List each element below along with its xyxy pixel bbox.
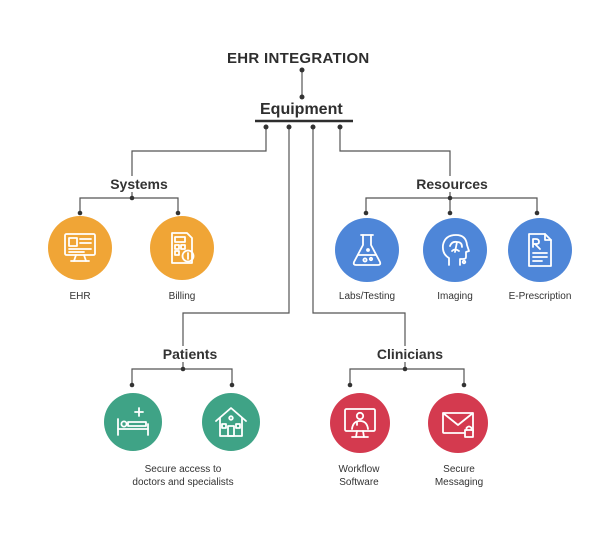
doctor-monitor-icon [344, 408, 376, 438]
billing-calculator-icon [171, 232, 195, 264]
workflow-label-line1: Workflow [338, 464, 380, 475]
home-icon [215, 407, 247, 437]
secure-messaging-circle [428, 393, 488, 453]
diagram-title: EHR INTEGRATION [227, 50, 370, 67]
category-patients: Patients [160, 346, 220, 362]
hospital-bed-icon [117, 407, 149, 436]
labs-circle [335, 218, 399, 282]
patients-caption: Secure access to doctors and specialists [132, 463, 233, 489]
patients-caption-line2: doctors and specialists [132, 477, 234, 488]
hospital-bed-circle [104, 393, 162, 451]
ehr-label: EHR [69, 291, 91, 302]
ehr-monitor-icon [64, 233, 96, 262]
labs-label: Labs/Testing [338, 291, 396, 302]
messaging-label-line2: Messaging [434, 477, 484, 488]
billing-circle [150, 216, 214, 280]
home-circle [202, 393, 260, 451]
lab-flask-icon [352, 234, 382, 266]
brain-imaging-icon [441, 234, 470, 266]
eprescription-label: E-Prescription [508, 291, 572, 302]
imaging-label: Imaging [437, 291, 473, 302]
category-resources: Resources [414, 176, 490, 192]
patients-caption-line1: Secure access to [144, 464, 222, 475]
root-node-equipment: Equipment [260, 101, 343, 118]
category-clinicians: Clinicians [374, 346, 446, 362]
workflow-software-circle [330, 393, 390, 453]
workflow-label-line2: Software [339, 477, 379, 488]
ehr-circle [48, 216, 112, 280]
category-systems: Systems [108, 176, 170, 192]
imaging-circle [423, 218, 487, 282]
eprescription-circle [508, 218, 572, 282]
prescription-icon [528, 233, 552, 267]
billing-label: Billing [168, 291, 196, 302]
secure-mail-icon [442, 412, 474, 438]
messaging-label-line1: Secure [443, 464, 475, 475]
secure-messaging-label: Secure Messaging [435, 463, 483, 489]
workflow-software-label: Workflow Software [339, 463, 380, 489]
